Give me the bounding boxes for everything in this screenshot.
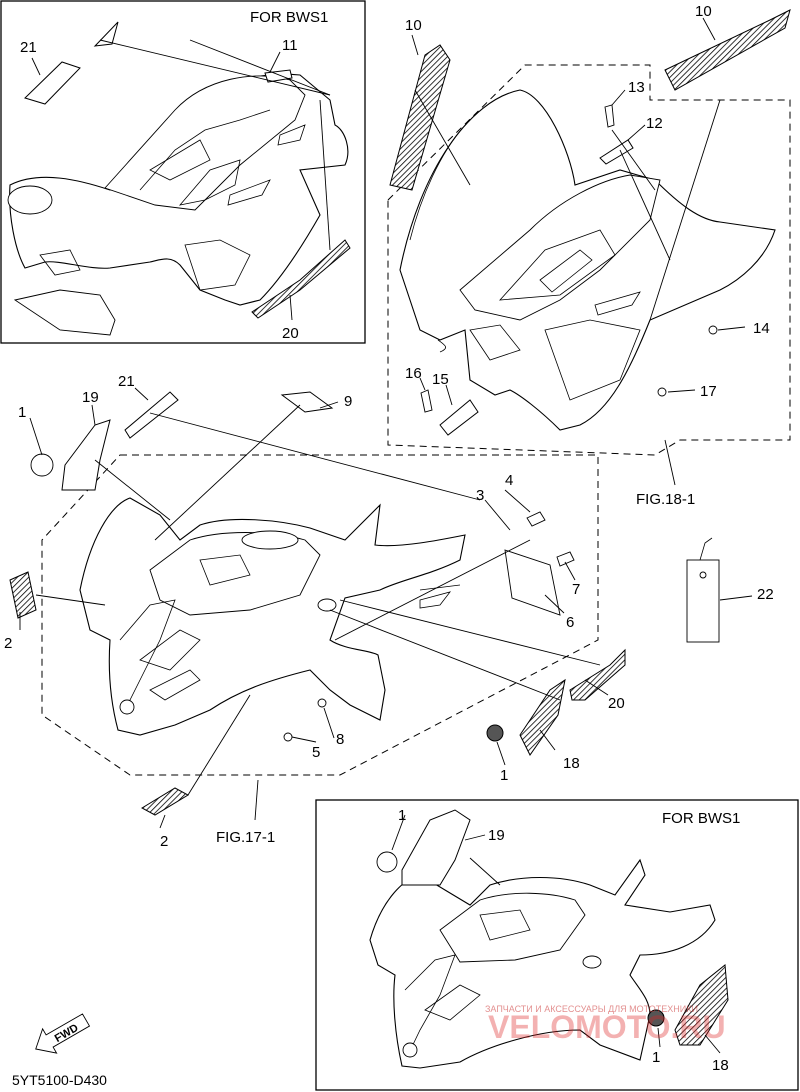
decal-2-left: [9, 571, 37, 619]
watermark-line1: ЗАПЧАСТИ И АКСЕССУАРЫ ДЛЯ МОТОТЕХНИКИ: [485, 1004, 698, 1014]
decal-9: [280, 391, 334, 413]
callout-18-bws1: 18: [712, 1057, 729, 1074]
inset-title: FOR BWS1: [250, 9, 328, 26]
fig18-boundary: [387, 64, 791, 456]
decal-10-left: [389, 44, 451, 191]
decal-10-right: [664, 9, 791, 91]
callout-15: 15: [432, 371, 449, 388]
inset-frame-bottom: [315, 799, 799, 1091]
callout-10a: 10: [405, 17, 422, 34]
callout-4: 4: [505, 472, 513, 489]
callout-19: 19: [82, 389, 99, 406]
callout-7: 7: [572, 581, 580, 598]
callout-2b: 2: [160, 833, 168, 850]
emblem-1-bws1-left: [376, 851, 398, 873]
callout-2a: 2: [4, 635, 12, 652]
inset-bottom-right: FOR BWS1 1 19 1 18 ЗАПЧАСТИ И АКСЕССУАРЫ…: [315, 799, 799, 1091]
callout-3: 3: [476, 487, 484, 504]
callout-21-mid: 21: [118, 373, 135, 390]
decal-20-top-left: [251, 239, 351, 319]
bolt-7: [556, 551, 575, 567]
callout-20: 20: [282, 325, 299, 342]
callout-1: 1: [18, 404, 26, 421]
decal-21-mid: [124, 391, 179, 439]
rear-fender-assembly: 10 10 13 12 14 16 15 17 FIG.18-1: [387, 3, 791, 508]
fwd-arrow: FWD: [35, 1013, 91, 1054]
emblem-1-mid: [486, 724, 504, 742]
callout-20-mid: 20: [608, 695, 625, 712]
callout-1-bws1b: 1: [652, 1049, 660, 1066]
watermark-line2: VELOMOTO.RU: [488, 1009, 726, 1045]
emblem-1-left: [30, 453, 54, 477]
inset-frame: [0, 0, 366, 344]
bolt-13: [604, 104, 615, 128]
front-fender-assembly: 1 19 21 9 4 3 7 6 2 22 20 8 5 18 1 2 FIG…: [4, 373, 774, 850]
plate-6: [504, 549, 561, 616]
callout-19-bws1: 19: [488, 827, 505, 844]
front-fender-bws1: [369, 858, 716, 1069]
plate-15: [439, 399, 479, 436]
plate-12: [599, 139, 634, 165]
decal-19-bws1: [401, 809, 471, 886]
decal-21-top-left: [24, 61, 81, 105]
nut-8: [317, 698, 327, 708]
inset-title-bottom: FOR BWS1: [662, 810, 740, 827]
decal-11-top: [264, 69, 293, 83]
decal-18-bws1: [674, 964, 729, 1046]
decal-20-mid: [569, 648, 626, 701]
fwd-label: FWD: [53, 1022, 81, 1045]
callout-12: 12: [646, 115, 663, 132]
emblem-1-bws1-mid: [647, 1009, 665, 1027]
callout-13: 13: [628, 79, 645, 96]
callout-16: 16: [405, 365, 422, 382]
nut-5: [283, 732, 293, 742]
callout-17: 17: [700, 383, 717, 400]
bolt-4-3: [526, 511, 546, 527]
diagram-code: 5YT5100-D430: [12, 1072, 107, 1088]
rear-seat-well: [459, 174, 661, 321]
callout-1-bws1a: 1: [398, 807, 406, 824]
seat-well: [104, 75, 306, 211]
decal-2-bottom: [140, 787, 190, 816]
callout-14: 14: [753, 320, 770, 337]
bolt-16: [420, 389, 433, 413]
fig-17-ref: FIG.17-1: [216, 829, 275, 846]
fig17-boundary: [41, 454, 599, 776]
decal-18-mid: [519, 678, 566, 756]
nut-17: [657, 387, 667, 397]
callout-9: 9: [344, 393, 352, 410]
callout-1-mid: 1: [500, 767, 508, 784]
callout-22: 22: [757, 586, 774, 603]
decal-19: [61, 419, 111, 491]
callout-5: 5: [312, 744, 320, 761]
nut-14: [708, 325, 718, 335]
callout-11: 11: [282, 37, 298, 54]
callout-10b: 10: [695, 3, 712, 20]
callout-21: 21: [20, 39, 37, 56]
fig-18-ref: FIG.18-1: [636, 491, 695, 508]
callout-8: 8: [336, 731, 344, 748]
callout-18-mid: 18: [563, 755, 580, 772]
inset-top-left: FOR BWS1 21 11 20: [0, 0, 366, 344]
callout-6: 6: [566, 614, 574, 631]
